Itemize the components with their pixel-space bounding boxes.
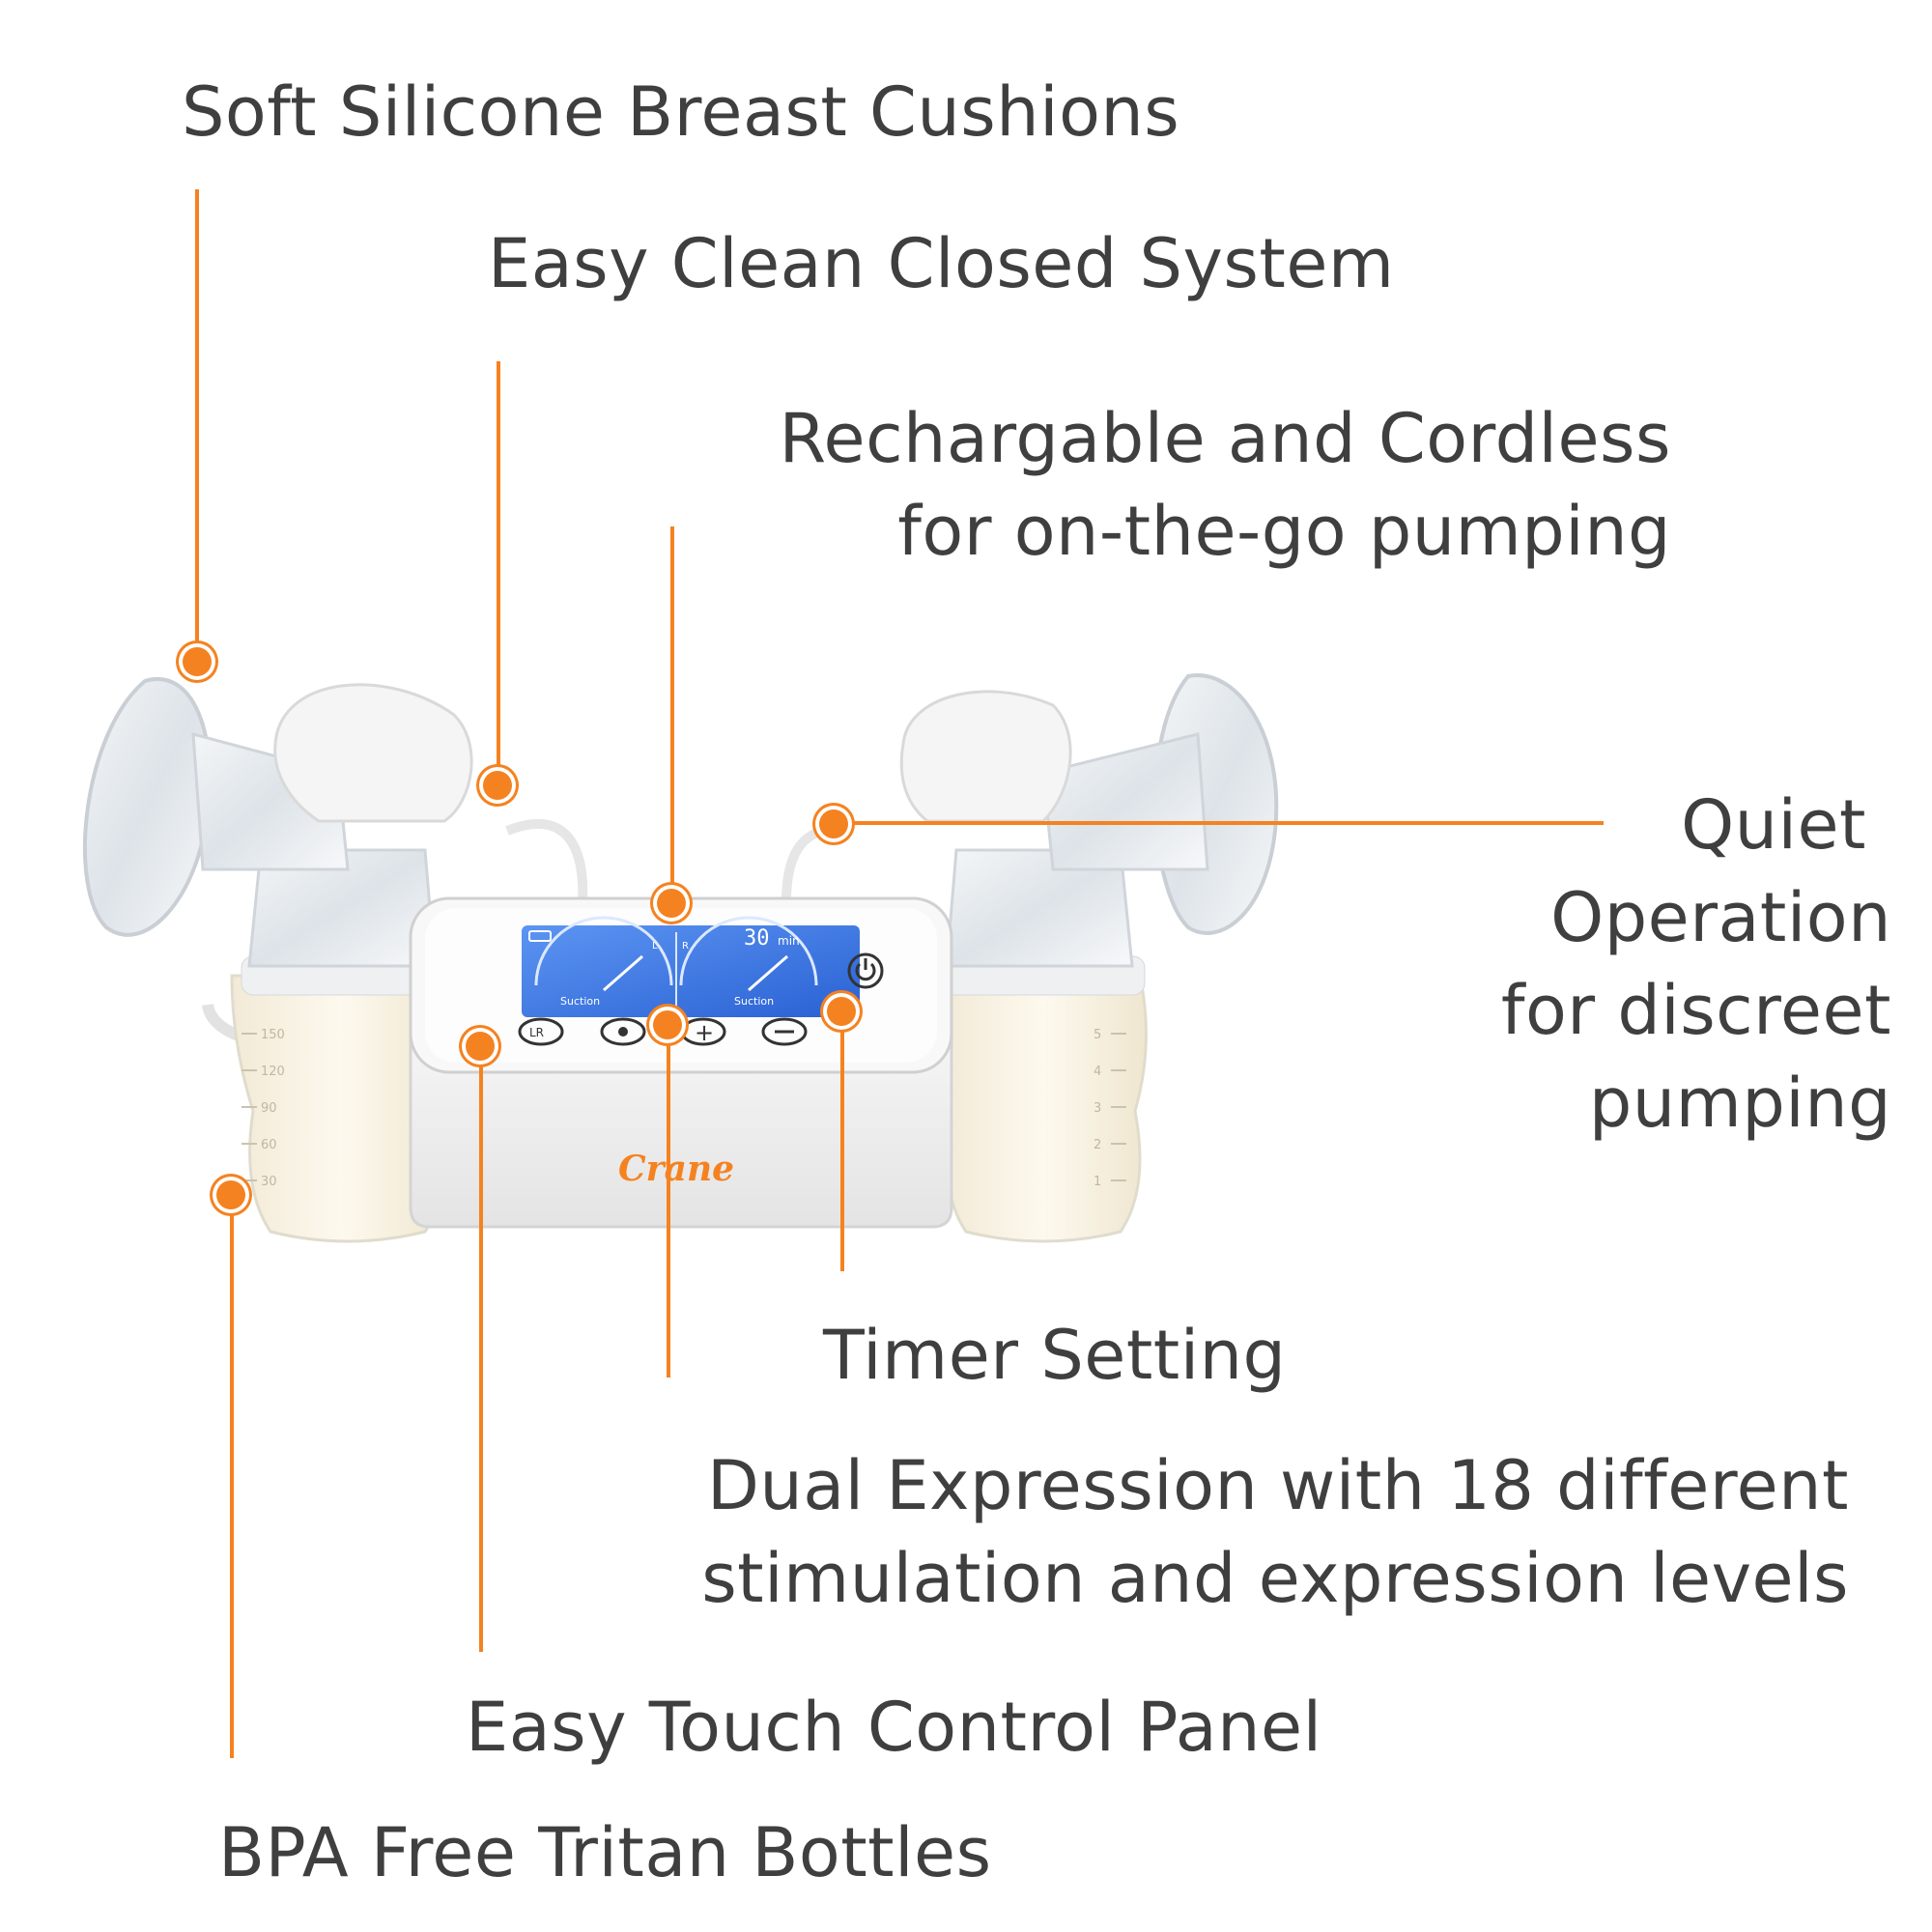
label-rechargeable: Rechargable and Cordless for on-the-go p… xyxy=(779,399,1671,571)
left-bottle-mark-label: 30 xyxy=(261,1175,277,1189)
leader-rechargeable xyxy=(670,526,674,905)
right-bottle-mark-label: 5 xyxy=(1094,1028,1101,1042)
left-bottle-mark-label: 60 xyxy=(261,1138,277,1152)
control-unit: 30 min Suction Suction L R LR + Crane xyxy=(409,896,953,1229)
power-button[interactable] xyxy=(847,952,884,989)
right-bottle-mark-label: 1 xyxy=(1094,1175,1101,1189)
leader-touch-panel xyxy=(479,1043,483,1652)
power-icon xyxy=(855,958,876,981)
svg-text:L: L xyxy=(652,941,658,952)
callout-dot-touch-panel xyxy=(466,1032,495,1061)
right-bottle-mark-label: 3 xyxy=(1094,1101,1101,1116)
callout-dot-dual xyxy=(653,1010,682,1039)
left-flange xyxy=(82,677,213,937)
leader-dual xyxy=(667,1025,670,1378)
label-quiet-operation: Quiet Operation for discreet pumping xyxy=(1500,785,1891,1143)
svg-text:R: R xyxy=(682,941,689,952)
callout-dot-rechargeable xyxy=(657,889,686,918)
left-bottle-mark-label: 90 xyxy=(261,1101,277,1116)
svg-text:min: min xyxy=(778,934,800,948)
svg-text:Suction: Suction xyxy=(734,995,774,1008)
lr-icon: LR xyxy=(529,1026,544,1039)
label-timer: Timer Setting xyxy=(823,1316,1287,1395)
mode-icon xyxy=(618,1027,628,1037)
plus-button[interactable]: + xyxy=(680,1017,726,1046)
left-bottle-mark-label: 150 xyxy=(261,1028,285,1042)
callout-dot-timer xyxy=(827,997,856,1026)
right-pump xyxy=(781,673,1279,1243)
lcd-screen xyxy=(522,925,860,1017)
label-dual-expression: Dual Expression with 18 different stimul… xyxy=(701,1446,1849,1618)
right-motor-cap xyxy=(899,690,1072,823)
right-bottle xyxy=(940,974,1148,1243)
svg-text:Suction: Suction xyxy=(560,995,600,1008)
leader-quiet xyxy=(833,821,1604,825)
leader-cushions xyxy=(195,189,199,663)
label-cushions: Soft Silicone Breast Cushions xyxy=(182,72,1180,152)
leader-closed-system xyxy=(497,361,500,784)
brand-logo: Crane xyxy=(618,1149,734,1189)
leader-timer xyxy=(840,1010,844,1271)
timer-readout: 30 xyxy=(744,926,770,951)
lr-button[interactable]: LR xyxy=(518,1017,564,1046)
callout-dot-closed-system xyxy=(483,771,512,800)
right-bottle-mark-label: 4 xyxy=(1094,1065,1101,1079)
callout-dot-cushions xyxy=(183,647,212,676)
label-bottles: BPA Free Tritan Bottles xyxy=(218,1813,992,1892)
callout-dot-quiet xyxy=(819,810,848,838)
leader-bottles xyxy=(230,1193,234,1758)
minus-button[interactable] xyxy=(761,1017,808,1046)
mode-button[interactable] xyxy=(600,1017,646,1046)
right-bottle-mark-label: 2 xyxy=(1094,1138,1101,1152)
left-bottle-mark-label: 120 xyxy=(261,1065,285,1079)
label-touch-panel: Easy Touch Control Panel xyxy=(466,1688,1322,1767)
callout-dot-bottles xyxy=(216,1180,245,1209)
label-closed-system: Easy Clean Closed System xyxy=(488,224,1395,303)
plus-icon: + xyxy=(695,1019,714,1046)
left-motor-cap xyxy=(273,683,473,823)
left-pump xyxy=(82,677,588,1243)
battery-icon xyxy=(528,930,552,942)
